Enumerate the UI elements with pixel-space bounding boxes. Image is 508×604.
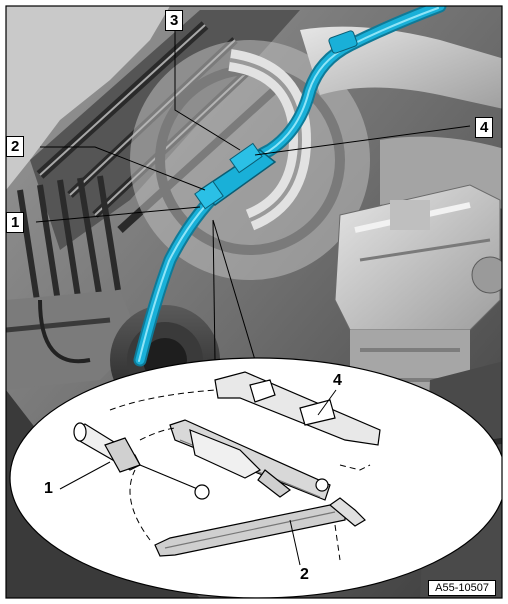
leader-lines-main [35,30,471,223]
assembly-dashes [109,389,371,561]
detail-label-1: 1 [44,480,53,497]
engine-bay-scene [6,6,502,598]
leader-lines-detail [59,389,337,566]
detail-label-4: 4 [333,372,342,389]
figure-border [5,5,503,599]
callout-1: 1 [6,212,25,233]
blue-washer-hose [133,6,447,367]
detail-label-2: 2 [300,566,309,583]
callout-3: 3 [165,10,184,31]
detail-view [9,219,502,598]
hose-holder-main [194,142,277,210]
body-panel [6,6,170,190]
holder-exploded-drawing [73,371,381,557]
figure-reference-code: A55-10507 [428,580,496,596]
callout-2: 2 [6,136,25,157]
callout-4: 4 [475,117,494,138]
